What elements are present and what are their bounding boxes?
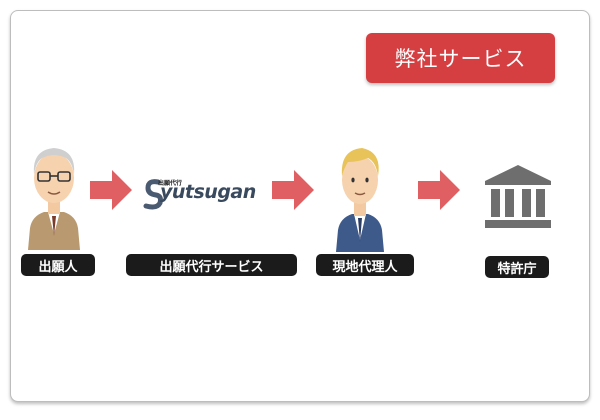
flow-arrow-icon <box>90 170 132 210</box>
patent-office-building-icon <box>485 165 551 228</box>
node-label-local-agent: 現地代理人 <box>316 254 414 276</box>
agent-person-icon <box>336 148 384 252</box>
logo-brand-text: yutsugan <box>160 181 256 203</box>
applicant-person-icon <box>28 148 80 250</box>
syutsugan-logo <box>143 179 163 210</box>
our-service-badge: 弊社サービス <box>366 33 555 83</box>
logo-small-text: 出願代行 <box>158 180 183 187</box>
node-label-patent-office: 特許庁 <box>485 256 549 278</box>
flow-arrow-icon <box>272 170 314 210</box>
node-label-filing-service: 出願代行サービス <box>126 254 297 276</box>
flow-arrow-icon <box>418 170 460 210</box>
node-label-applicant: 出願人 <box>21 254 95 276</box>
